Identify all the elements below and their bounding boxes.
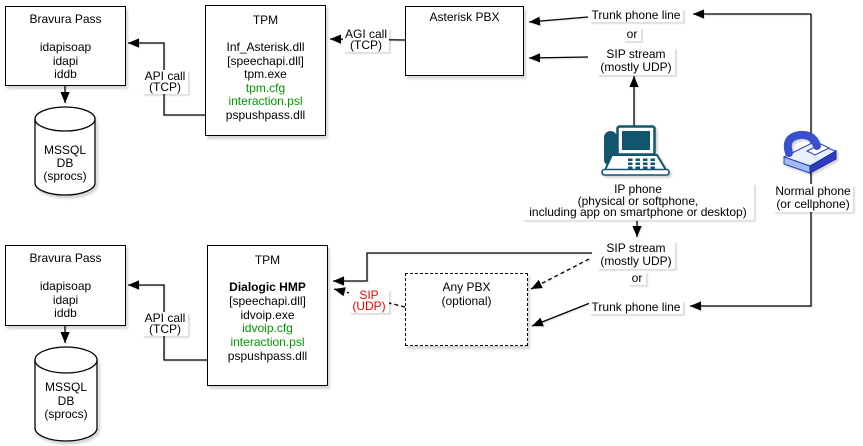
label-sip-udp: SIP (UDP)	[349, 289, 389, 313]
edge-sip-bottom-to-anypbx-dashed	[530, 258, 590, 290]
node-bravura-pass-top: Bravura Pass idapisoap idapi iddb	[5, 6, 126, 86]
normal-phone-icon	[782, 130, 838, 174]
node-item: pspushpass.dll	[225, 107, 306, 122]
node-item: idvoip.exe	[240, 307, 295, 322]
node-item: idapi	[52, 292, 79, 307]
node-item-highlighted: tpm.cfg	[245, 80, 286, 95]
label-trunk-phone-line-bottom: Trunk phone line	[589, 300, 683, 314]
label-or-top: or	[623, 27, 641, 41]
node-subtitle: (optional)	[441, 294, 492, 308]
mssql-db-bottom-label: MSSQL DB (sprocs)	[44, 380, 88, 421]
mssql-db-bottom-cylinder	[33, 346, 99, 442]
node-title: TPM	[254, 253, 281, 267]
label-sip-stream-bottom: SIP stream (mostly UDP)	[597, 241, 675, 269]
edge-riser-to-trunk-bottom	[690, 14, 812, 311]
node-bravura-pass-bottom: Bravura Pass idapisoap idapi iddb	[5, 245, 126, 326]
label-agi-call: AGI call (TCP)	[343, 27, 389, 52]
node-item: idapisoap	[39, 40, 92, 54]
label-or-bottom: or	[628, 271, 646, 285]
caption-ip-phone: IP phone (physical or softphone, includi…	[522, 183, 754, 220]
node-item: iddb	[54, 67, 77, 81]
node-tpm-bottom: TPM Dialogic HMP [speechapi.dll] idvoip.…	[207, 245, 328, 386]
edge-sip-top-to-asterisk	[528, 53, 589, 63]
node-item-highlighted: interaction.psl	[230, 335, 305, 350]
mssql-db-top-label: MSSQL DB (sprocs)	[43, 143, 87, 183]
node-asterisk-pbx: Asterisk PBX	[405, 6, 524, 76]
node-item: Inf_Asterisk.dll	[226, 40, 305, 54]
node-title: Bravura Pass	[29, 251, 102, 265]
node-item-highlighted: idvoip.cfg	[242, 321, 293, 336]
label-api-call-bottom: API call (TCP)	[142, 312, 188, 336]
edge-sip-bottom-to-tpm	[333, 252, 592, 286]
node-title: TPM	[252, 13, 279, 27]
node-item: iddb	[54, 306, 77, 320]
node-title: Asterisk PBX	[429, 10, 500, 24]
node-item: idapi	[52, 53, 79, 68]
label-trunk-phone-line-top: Trunk phone line	[589, 8, 683, 22]
label-sip-stream-top: SIP stream (mostly UDP)	[597, 47, 675, 75]
label-api-call-top: API call (TCP)	[142, 70, 188, 94]
node-item: [speechapi.dll]	[227, 53, 304, 68]
node-item: tpm.exe	[244, 67, 287, 81]
node-item: pspushpass.dll	[227, 348, 308, 363]
caption-normal-phone: Normal phone (or cellphone)	[773, 184, 853, 212]
edge-trunk-bottom-to-anypbx	[531, 302, 591, 327]
node-item-bold: Dialogic HMP	[229, 280, 306, 294]
mssql-db-top-cylinder	[33, 106, 97, 196]
node-title: Bravura Pass	[29, 12, 102, 26]
node-item-highlighted: interaction.psl	[228, 94, 303, 108]
node-title: Any PBX	[442, 280, 491, 294]
node-tpm-top: TPM Inf_Asterisk.dll [speechapi.dll] tpm…	[205, 5, 326, 136]
node-item: idapisoap	[39, 279, 92, 293]
node-any-pbx: Any PBX (optional)	[405, 273, 528, 346]
edge-trunk-top-to-asterisk	[528, 16, 589, 26]
ip-phone-icon	[601, 125, 670, 176]
node-item: [speechapi.dll]	[229, 293, 306, 308]
